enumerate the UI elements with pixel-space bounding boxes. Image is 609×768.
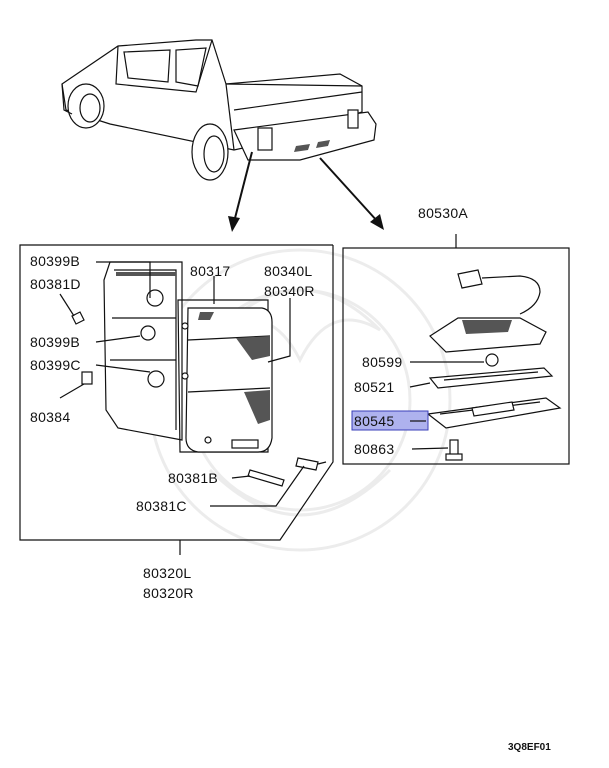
- label-80521: 80521: [354, 379, 394, 395]
- highlight-80545: [351, 410, 429, 431]
- label-80340r: 80340R: [264, 283, 315, 299]
- label-80545[interactable]: 80545: [354, 413, 394, 429]
- label-80381b: 80381B: [168, 470, 218, 486]
- tail-lamp-group-box: 80399B 80381D 80399B 80399C 80384 80317 …: [19, 244, 334, 601]
- arrow-to-license-lamp: [319, 157, 384, 230]
- label-80381c: 80381C: [136, 498, 187, 514]
- label-80320r: 80320R: [143, 585, 194, 601]
- label-80317: 80317: [190, 263, 230, 279]
- figure-code: 3Q8EF01: [508, 742, 551, 753]
- label-80863: 80863: [354, 441, 394, 457]
- label-80599: 80599: [362, 354, 402, 370]
- label-80320l: 80320L: [143, 565, 192, 581]
- label-80399c: 80399C: [30, 357, 81, 373]
- license-lamp-group-box: 80530A 80599 80521 80545 80863: [342, 205, 570, 465]
- label-80399b-mid: 80399B: [30, 334, 80, 350]
- label-80340l: 80340L: [264, 263, 313, 279]
- arrow-to-tail-lamp: [228, 151, 253, 232]
- label-80381d: 80381D: [30, 276, 81, 292]
- label-80530a: 80530A: [418, 205, 468, 221]
- label-80399b-top: 80399B: [30, 253, 80, 269]
- pickup-truck-illustration: [61, 39, 377, 181]
- label-80384: 80384: [30, 409, 70, 425]
